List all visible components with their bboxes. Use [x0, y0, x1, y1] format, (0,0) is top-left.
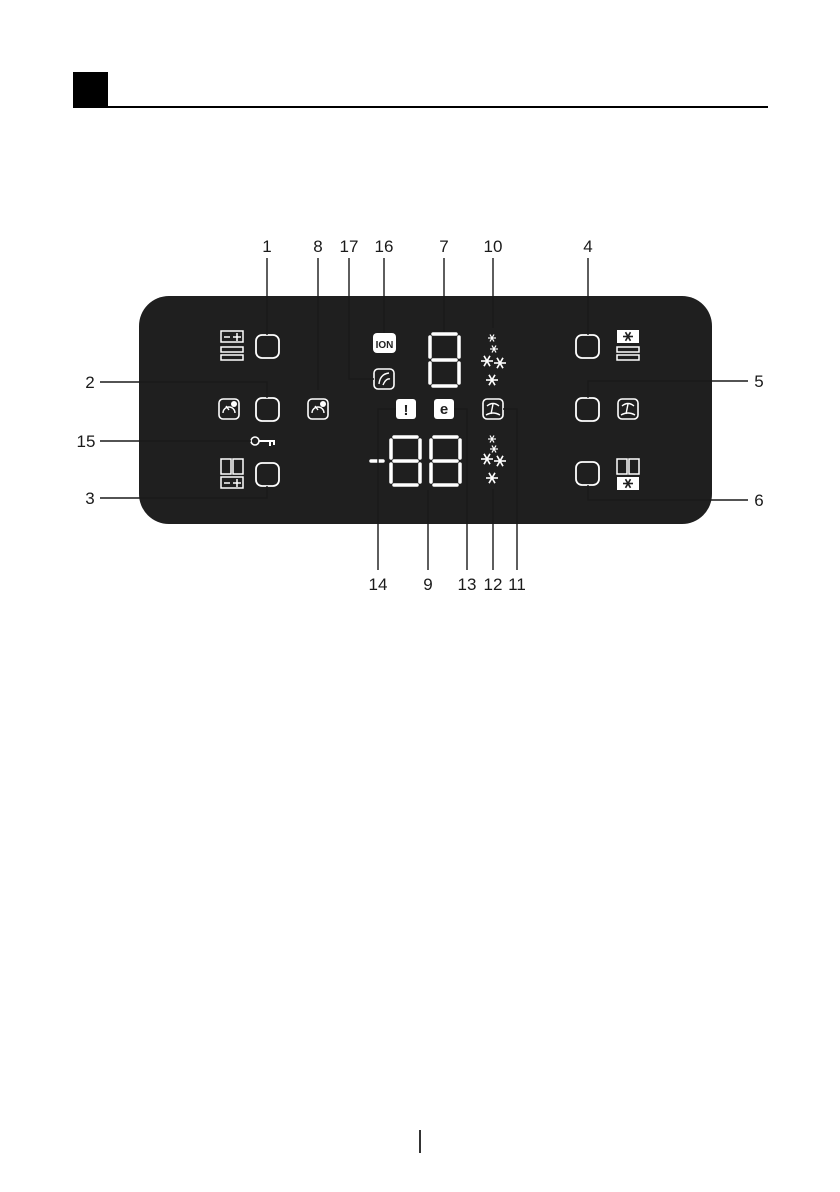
callout-5: 5 — [754, 372, 763, 391]
callout-4: 4 — [583, 237, 592, 256]
callout-9: 9 — [423, 575, 432, 594]
callout-3: 3 — [85, 489, 94, 508]
ion-label: ION — [376, 340, 394, 351]
economy-label: e — [440, 401, 448, 418]
callout-16: 16 — [375, 237, 394, 256]
callout-11: 11 — [508, 575, 526, 594]
callout-7: 7 — [439, 237, 448, 256]
callout-6: 6 — [754, 491, 763, 510]
callout-10: 10 — [484, 237, 503, 256]
ion-indicator: ION — [373, 333, 396, 353]
alarm-indicator: ! — [396, 399, 416, 419]
callout-13: 13 — [458, 575, 477, 594]
economy-indicator: e — [434, 399, 454, 419]
callout-17: 17 — [340, 237, 359, 256]
callout-12: 12 — [484, 575, 503, 594]
callout-15: 15 — [77, 432, 96, 451]
section-marker — [73, 72, 108, 107]
alarm-label: ! — [404, 402, 409, 419]
callout-8: 8 — [313, 237, 322, 256]
callout-14: 14 — [369, 575, 388, 594]
callout-1: 1 — [262, 237, 271, 256]
callout-2: 2 — [85, 373, 94, 392]
